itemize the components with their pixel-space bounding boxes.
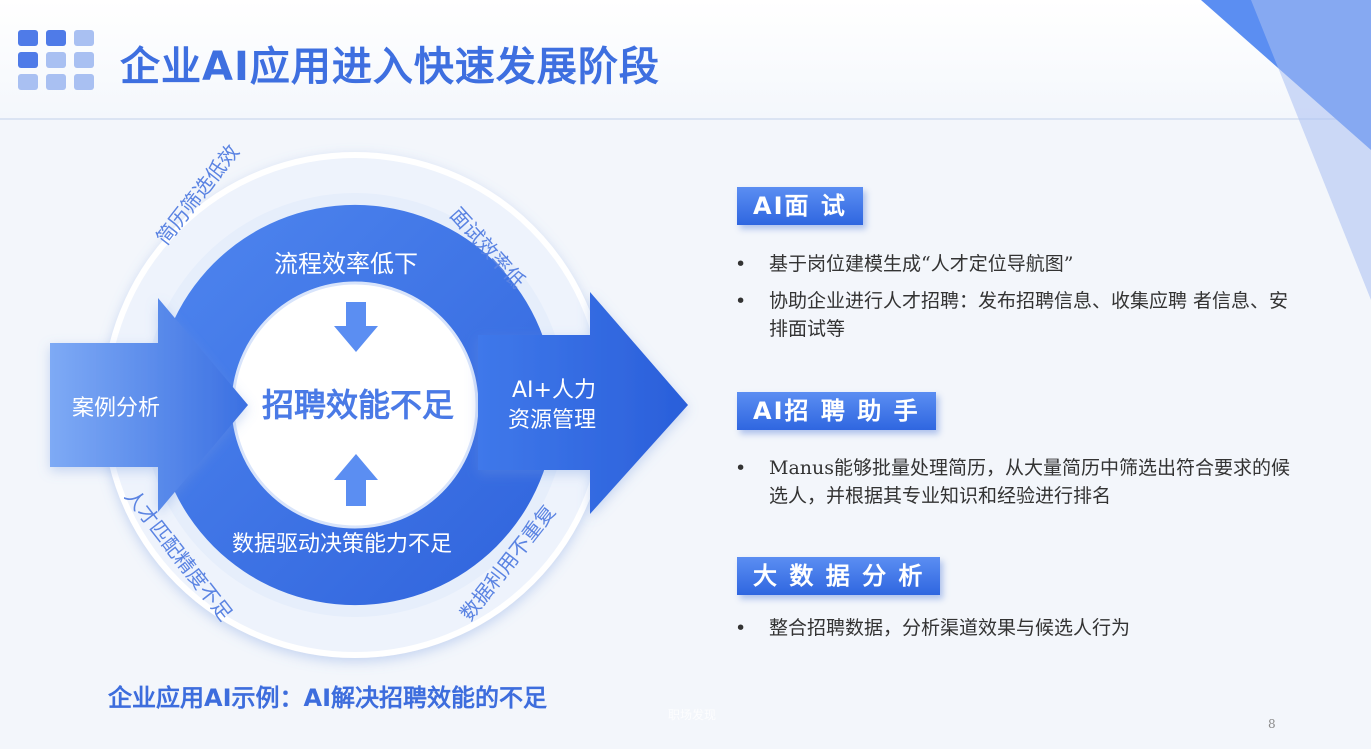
list-item: 整合招聘数据，分析渠道效果与候选人行为	[735, 614, 1299, 642]
page-title: 企业AI应用进入快速发展阶段	[120, 44, 660, 90]
page-number: 8	[1268, 717, 1276, 731]
watermark: 职场发现	[668, 708, 717, 722]
right-arrow-label-line1: AI+人力	[512, 378, 596, 403]
feature-tag-big-data: 大 数 据 分 析	[737, 557, 941, 595]
feature-list-ai-interview: 基于岗位建模生成“人才定位导航图” 协助企业进行人才招聘：发布招聘信息、收集应聘…	[735, 250, 1299, 352]
cycle-diagram	[50, 152, 688, 658]
left-arrow	[50, 298, 248, 512]
left-arrow-label: 案例分析	[72, 396, 161, 421]
up-arrow-icon	[334, 454, 378, 506]
feature-list-ai-recruit-assistant: Manus能够批量处理简历，从大量简历中筛选出符合要求的候选人，并根据其专业知识…	[735, 454, 1299, 519]
blue-ring	[154, 204, 556, 606]
list-item: 协助企业进行人才招聘：发布招聘信息、收集应聘 者信息、安排面试等	[735, 287, 1299, 343]
right-arrow	[478, 292, 688, 514]
list-item: 基于岗位建模生成“人才定位导航图”	[735, 250, 1299, 278]
feature-list-big-data: 整合招聘数据，分析渠道效果与候选人行为	[735, 614, 1299, 651]
top-arc-label: 流程效率低下	[274, 250, 418, 278]
list-item: Manus能够批量处理简历，从大量简历中筛选出符合要求的候选人，并根据其专业知识…	[735, 454, 1299, 510]
logo-grid-icon	[18, 30, 94, 94]
header-band	[0, 0, 1371, 120]
bottom-arc-label: 数据驱动决策能力不足	[232, 532, 453, 557]
down-arrow-icon	[334, 302, 378, 352]
center-core-label: 招聘效能不足	[261, 386, 454, 424]
right-arrow-label-line2: 资源管理	[508, 408, 597, 433]
feature-tag-ai-interview: AI面 试	[737, 187, 863, 225]
corner-decoration	[1201, 0, 1371, 300]
diagram-caption: 企业应用AI示例：AI解决招聘效能的不足	[108, 684, 548, 712]
feature-tag-ai-recruit-assistant: AI招 聘 助 手	[737, 392, 936, 430]
